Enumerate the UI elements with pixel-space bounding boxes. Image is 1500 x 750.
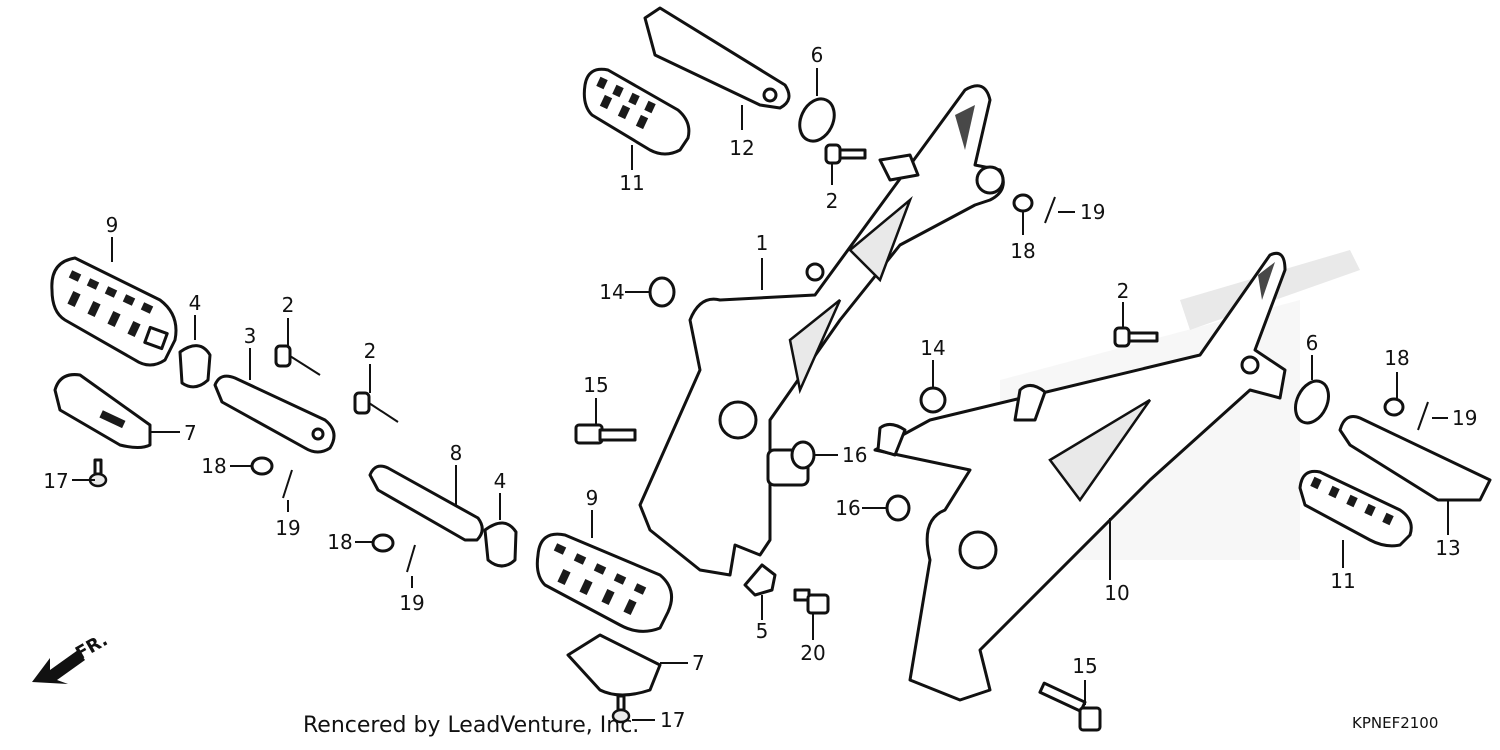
- callout-9-mid: 9: [586, 486, 599, 510]
- bolt-15-left: [574, 423, 637, 445]
- callout-16-mid: 16: [842, 443, 867, 467]
- bolt-15-right: [1038, 681, 1102, 732]
- credit-text: Rencered by LeadVenture, Inc.: [303, 713, 639, 738]
- callout-4-mid: 4: [494, 469, 507, 493]
- footpeg-rubber-top: [582, 67, 691, 156]
- washer-18-right: [1383, 397, 1405, 417]
- collar-left: [178, 344, 212, 389]
- callout-14-left: 14: [599, 280, 624, 304]
- callout-9-left: 9: [106, 213, 119, 237]
- cotter-pin-19b: [406, 544, 416, 573]
- bolt-20: [793, 588, 830, 615]
- diagram-code: KPNEF2100: [1352, 714, 1438, 732]
- callout-3: 3: [244, 324, 257, 348]
- front-direction-arrow: FR.: [32, 629, 111, 684]
- plate-left-slot: [99, 410, 126, 429]
- callout-10: 10: [1104, 581, 1129, 605]
- washer-18b: [371, 533, 395, 553]
- pivot-arm-8: [368, 464, 484, 542]
- pin-left-b: [353, 391, 399, 423]
- leader-lines: [72, 68, 1449, 721]
- callout-12: 12: [729, 136, 754, 160]
- callout-2-top: 2: [826, 189, 839, 213]
- washer-18-top: [1012, 193, 1034, 213]
- callout-16-right: 16: [835, 496, 860, 520]
- callout-6-top: 6: [811, 43, 824, 67]
- clip-5: [743, 563, 777, 597]
- callout-15-left: 15: [583, 373, 608, 397]
- callout-19-right: 19: [1452, 406, 1477, 430]
- callout-19-top: 19: [1080, 200, 1105, 224]
- callout-7-mid: 7: [692, 651, 705, 675]
- callout-11-right: 11: [1330, 569, 1355, 593]
- callout-11-top: 11: [619, 171, 644, 195]
- callout-7-left: 7: [184, 421, 197, 445]
- cotter-pin-19a: [282, 469, 293, 499]
- callout-2-right: 2: [1117, 279, 1130, 303]
- collar-16-right: [885, 494, 911, 522]
- rod-12: [643, 6, 791, 110]
- callout-15-right: 15: [1072, 654, 1097, 678]
- washer-6-top: [798, 97, 836, 143]
- callout-13: 13: [1435, 536, 1460, 560]
- bracket-main-1: [638, 84, 1005, 577]
- screw-mid: [611, 694, 631, 724]
- collar-16-mid: [790, 440, 816, 470]
- callout-6-right: 6: [1306, 331, 1319, 355]
- bracket-right-10: [873, 251, 1287, 702]
- plate-mid: [566, 633, 662, 697]
- callout-5: 5: [756, 619, 769, 643]
- callout-17-left: 17: [43, 469, 68, 493]
- callout-2-left-a: 2: [282, 293, 295, 317]
- callout-18-mid: 18: [327, 530, 352, 554]
- pin-right: [1113, 326, 1159, 348]
- callout-20: 20: [800, 641, 825, 665]
- collar-mid: [483, 521, 518, 568]
- pin-left-a: [274, 344, 321, 376]
- callout-18-left: 18: [201, 454, 226, 478]
- grommet-14-left: [648, 276, 676, 308]
- callout-18-right: 18: [1384, 346, 1409, 370]
- callout-8: 8: [450, 441, 463, 465]
- washer-18a: [250, 456, 274, 476]
- footpeg-rubber-mid: [535, 532, 674, 633]
- callout-19-mid: 19: [399, 591, 424, 615]
- callout-2-left-b: 2: [364, 339, 377, 363]
- callout-1: 1: [756, 231, 769, 255]
- callout-numbers: 1 2 2 2 2 3 4 4 5 6 6 7 7 8 9 9 10 11 11…: [43, 43, 1477, 732]
- callout-19-left: 19: [275, 516, 300, 540]
- pivot-arm-3: [213, 374, 336, 454]
- cotter-pin-19-right: [1417, 401, 1429, 431]
- pin-top: [824, 143, 867, 165]
- screw-left: [88, 458, 108, 488]
- cotter-pin-19-top: [1044, 196, 1056, 224]
- rod-13: [1338, 415, 1492, 502]
- callout-18-top: 18: [1010, 239, 1035, 263]
- callout-14-right: 14: [920, 336, 945, 360]
- callout-17-mid: 17: [660, 708, 685, 732]
- washer-6-right: [1294, 379, 1330, 425]
- footpeg-rubber-right: [1298, 469, 1413, 548]
- grommet-14-right: [919, 386, 947, 414]
- callout-4-left: 4: [189, 291, 202, 315]
- footpeg-rubber-left: [50, 256, 178, 367]
